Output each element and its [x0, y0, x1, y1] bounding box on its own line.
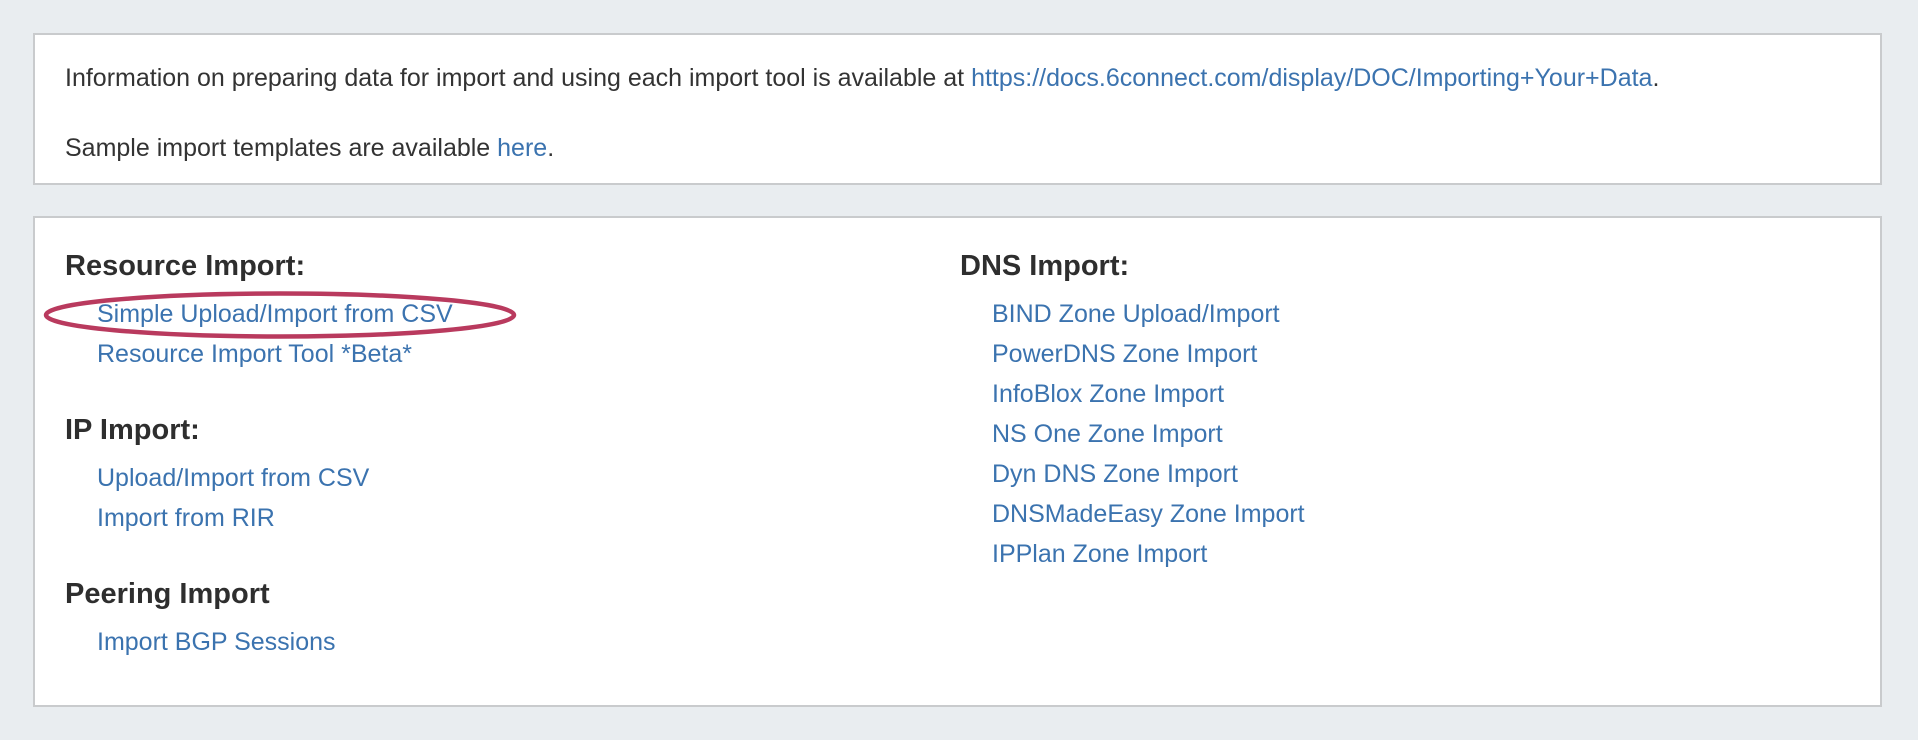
resource-import-heading: Resource Import:	[65, 250, 306, 282]
info-line-docs-text: Information on preparing data for import…	[65, 64, 972, 92]
list-item: PowerDNS Zone Import	[992, 334, 1850, 374]
dnsmadeeasy-zone-import-link[interactable]: DNSMadeEasy Zone Import	[992, 500, 1305, 528]
info-line-templates-period: .	[547, 134, 555, 162]
list-item: Resource Import Tool *Beta*	[97, 334, 960, 374]
import-columns: Resource Import: Simple Upload/Import fr…	[65, 248, 1850, 662]
powerdns-zone-import-link[interactable]: PowerDNS Zone Import	[992, 340, 1258, 368]
left-column: Resource Import: Simple Upload/Import fr…	[65, 248, 960, 662]
info-line-templates: Sample import templates are available he…	[65, 132, 1850, 164]
peering-import-links: Import BGP Sessions	[65, 622, 960, 662]
list-item: IPPlan Zone Import	[992, 534, 1850, 574]
list-item: DNSMadeEasy Zone Import	[992, 494, 1850, 534]
list-item: BIND Zone Upload/Import	[992, 294, 1850, 334]
infoblox-zone-import-link[interactable]: InfoBlox Zone Import	[992, 380, 1225, 408]
dns-import-heading: DNS Import:	[960, 250, 1130, 282]
simple-upload-import-csv-link[interactable]: Simple Upload/Import from CSV	[97, 300, 453, 328]
list-item: NS One Zone Import	[992, 414, 1850, 454]
ipplan-zone-import-link[interactable]: IPPlan Zone Import	[992, 540, 1208, 568]
section-resource-import: Resource Import: Simple Upload/Import fr…	[65, 248, 960, 374]
ip-import-links: Upload/Import from CSV Import from RIR	[65, 458, 960, 538]
peering-import-heading: Peering Import	[65, 578, 270, 610]
import-bgp-sessions-link[interactable]: Import BGP Sessions	[97, 628, 336, 656]
info-line-docs: Information on preparing data for import…	[65, 62, 1850, 94]
section-ip-import: IP Import: Upload/Import from CSV Import…	[65, 412, 960, 538]
dns-import-links: BIND Zone Upload/Import PowerDNS Zone Im…	[960, 294, 1850, 574]
right-column: DNS Import: BIND Zone Upload/Import Powe…	[960, 248, 1850, 662]
section-dns-import: DNS Import: BIND Zone Upload/Import Powe…	[960, 248, 1850, 574]
list-item: Simple Upload/Import from CSV	[97, 294, 960, 334]
bind-zone-upload-import-link[interactable]: BIND Zone Upload/Import	[992, 300, 1280, 328]
list-item: Import BGP Sessions	[97, 622, 960, 662]
ns-one-zone-import-link[interactable]: NS One Zone Import	[992, 420, 1223, 448]
resource-import-links: Simple Upload/Import from CSV Resource I…	[65, 294, 960, 374]
info-panel: Information on preparing data for import…	[33, 33, 1882, 185]
imports-panel: Resource Import: Simple Upload/Import fr…	[33, 216, 1882, 707]
import-from-rir-link[interactable]: Import from RIR	[97, 504, 275, 532]
upload-import-csv-link[interactable]: Upload/Import from CSV	[97, 464, 370, 492]
list-item: InfoBlox Zone Import	[992, 374, 1850, 414]
dyn-dns-zone-import-link[interactable]: Dyn DNS Zone Import	[992, 460, 1238, 488]
info-line-templates-text: Sample import templates are available	[65, 134, 498, 162]
templates-here-link[interactable]: here	[497, 134, 548, 162]
docs-link[interactable]: https://docs.6connect.com/display/DOC/Im…	[971, 64, 1653, 92]
ip-import-heading: IP Import:	[65, 414, 200, 446]
list-item: Upload/Import from CSV	[97, 458, 960, 498]
list-item: Import from RIR	[97, 498, 960, 538]
resource-import-tool-beta-link[interactable]: Resource Import Tool *Beta*	[97, 340, 412, 368]
info-line-docs-period: .	[1652, 64, 1660, 92]
list-item: Dyn DNS Zone Import	[992, 454, 1850, 494]
section-peering-import: Peering Import Import BGP Sessions	[65, 576, 960, 662]
